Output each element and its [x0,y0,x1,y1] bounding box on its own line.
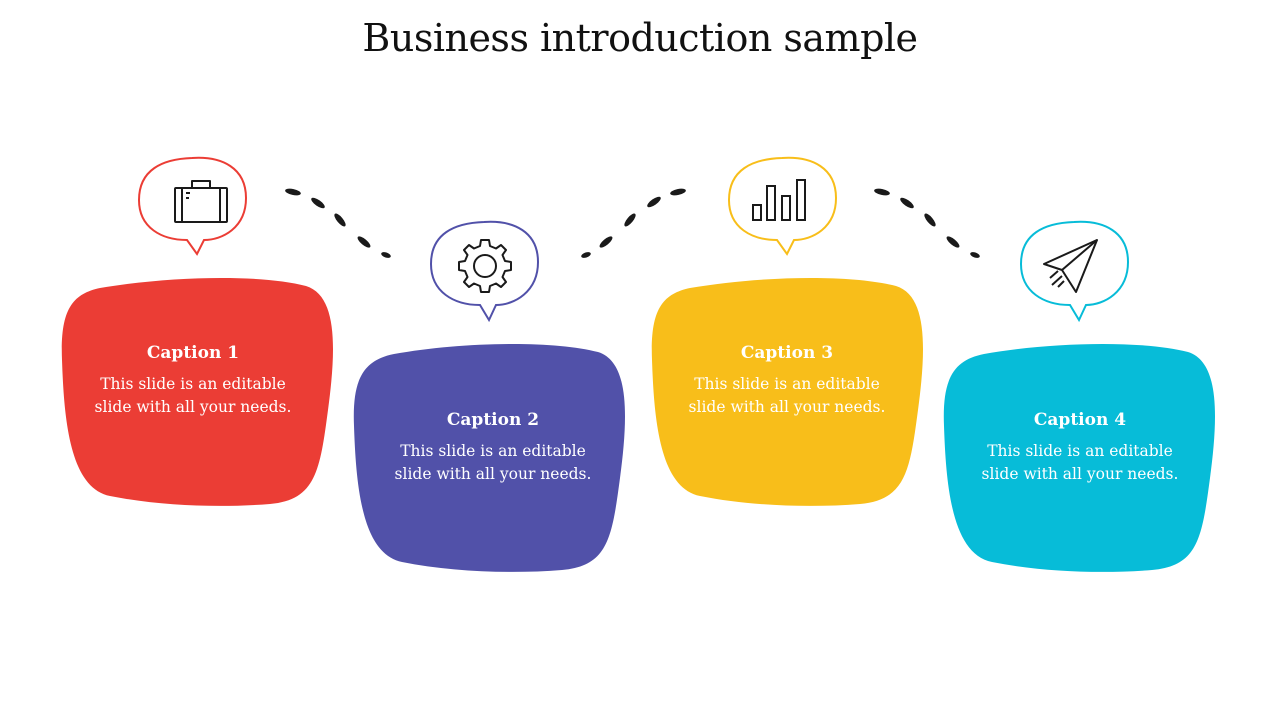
step-3-caption: Caption 3 [740,343,834,363]
step-2-description: This slide is an editable slide with all… [394,442,592,483]
speech-bubble-2 [429,220,540,323]
step-2-text-block: Caption 2 This slide is an editable slid… [383,410,603,485]
step-1-description: This slide is an editable slide with all… [94,375,292,416]
step-1-text-block: Caption 1 This slide is an editable slid… [83,343,303,418]
connector-1-2 [285,188,391,258]
slide-title: Business introduction sample [362,16,918,60]
paper-plane-icon [1043,239,1098,293]
speech-bubble-3 [727,156,838,256]
step-card-2 [353,343,626,572]
step-3-text-block: Caption 3 This slide is an editable slid… [677,343,897,418]
speech-bubble-1 [137,156,248,256]
step-2-caption: Caption 2 [446,410,540,430]
speech-bubble-4 [1019,220,1130,323]
connector-2-3 [581,188,686,258]
bar-chart-icon [752,179,806,221]
connector-3-4 [874,188,980,258]
step-4-description: This slide is an editable slide with all… [981,442,1179,483]
step-1-caption: Caption 1 [146,343,240,363]
step-3-description: This slide is an editable slide with all… [688,375,886,416]
briefcase-icon [174,180,228,223]
gear-icon [458,239,512,293]
step-4-text-block: Caption 4 This slide is an editable slid… [970,410,1190,485]
step-card-1 [61,277,334,506]
step-card-4 [943,343,1216,572]
step-4-caption: Caption 4 [1033,410,1127,430]
step-card-3 [651,277,924,506]
